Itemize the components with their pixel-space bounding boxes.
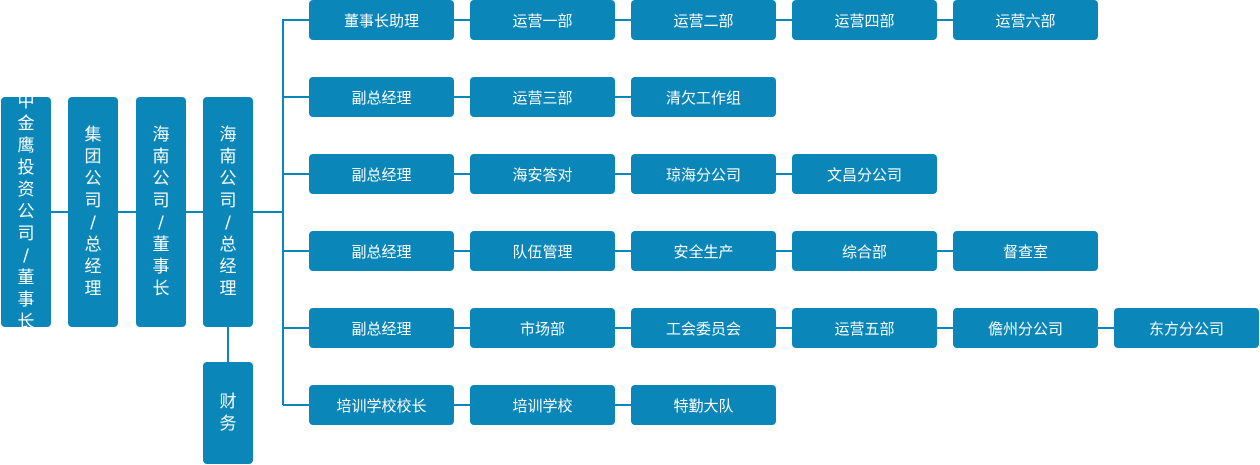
finance-label: 财 务 xyxy=(219,392,237,434)
row-connector xyxy=(454,173,470,175)
finance-box: 财 务 xyxy=(203,362,253,464)
row-connector xyxy=(454,327,470,329)
row-head-box: 董事长助理 xyxy=(309,0,454,40)
row-connector xyxy=(454,250,470,252)
department-box: 东方分公司 xyxy=(1114,308,1259,348)
department-box: 琼海分公司 xyxy=(631,154,776,194)
row-connector xyxy=(1098,327,1114,329)
row-connector xyxy=(776,19,792,21)
row-connector xyxy=(454,404,470,406)
row-head-box: 副总经理 xyxy=(309,231,454,271)
row-connector xyxy=(283,96,309,98)
connector xyxy=(253,211,283,213)
chain-label: 集 团 公 司 / 总 经 理 xyxy=(84,125,102,299)
row-connector xyxy=(615,327,631,329)
row-connector xyxy=(615,173,631,175)
chain-label: 海 南 公 司 / 董 事 长 xyxy=(152,125,170,299)
chain-box-hainan-gm: 海 南 公 司 / 总 经 理 xyxy=(203,97,253,327)
chain-box-investment-chairman: 中 金 鹰 投 资 公 司 / 董 事 长 xyxy=(1,92,51,332)
department-box: 督查室 xyxy=(953,231,1098,271)
row-connector xyxy=(615,250,631,252)
department-box: 安全生产 xyxy=(631,231,776,271)
row-connector xyxy=(283,404,309,406)
row-head-box: 培训学校校长 xyxy=(309,385,454,425)
department-box: 运营三部 xyxy=(470,77,615,117)
department-box: 运营五部 xyxy=(792,308,937,348)
department-box: 培训学校 xyxy=(470,385,615,425)
row-connector xyxy=(937,250,953,252)
row-connector xyxy=(283,19,309,21)
department-box: 运营一部 xyxy=(470,0,615,40)
department-box: 队伍管理 xyxy=(470,231,615,271)
department-box: 儋州分公司 xyxy=(953,308,1098,348)
chain-box-hainan-chairman: 海 南 公 司 / 董 事 长 xyxy=(136,97,186,327)
row-connector xyxy=(615,19,631,21)
row-connector xyxy=(283,250,309,252)
connector xyxy=(50,211,68,213)
connector xyxy=(227,327,229,362)
chain-box-group-gm: 集 团 公 司 / 总 经 理 xyxy=(68,97,118,327)
row-connector xyxy=(454,96,470,98)
row-connector xyxy=(937,327,953,329)
trunk-line xyxy=(282,19,284,405)
row-connector xyxy=(776,327,792,329)
row-connector xyxy=(283,173,309,175)
row-head-box: 副总经理 xyxy=(309,308,454,348)
row-head-box: 副总经理 xyxy=(309,154,454,194)
chain-label: 海 南 公 司 / 总 经 理 xyxy=(219,125,237,299)
row-connector xyxy=(776,250,792,252)
department-box: 工会委员会 xyxy=(631,308,776,348)
department-box: 运营六部 xyxy=(953,0,1098,40)
row-connector xyxy=(615,404,631,406)
row-connector xyxy=(937,19,953,21)
department-box: 综合部 xyxy=(792,231,937,271)
connector xyxy=(186,211,203,213)
row-connector xyxy=(454,19,470,21)
department-box: 运营二部 xyxy=(631,0,776,40)
department-box: 运营四部 xyxy=(792,0,937,40)
row-connector xyxy=(615,96,631,98)
department-box: 市场部 xyxy=(470,308,615,348)
department-box: 海安答对 xyxy=(470,154,615,194)
row-head-box: 副总经理 xyxy=(309,77,454,117)
chain-label: 中 金 鹰 投 资 公 司 / 董 事 长 xyxy=(17,92,35,332)
department-box: 清欠工作组 xyxy=(631,77,776,117)
department-box: 特勤大队 xyxy=(631,385,776,425)
connector xyxy=(118,211,136,213)
row-connector xyxy=(776,173,792,175)
row-connector xyxy=(283,327,309,329)
department-box: 文昌分公司 xyxy=(792,154,937,194)
